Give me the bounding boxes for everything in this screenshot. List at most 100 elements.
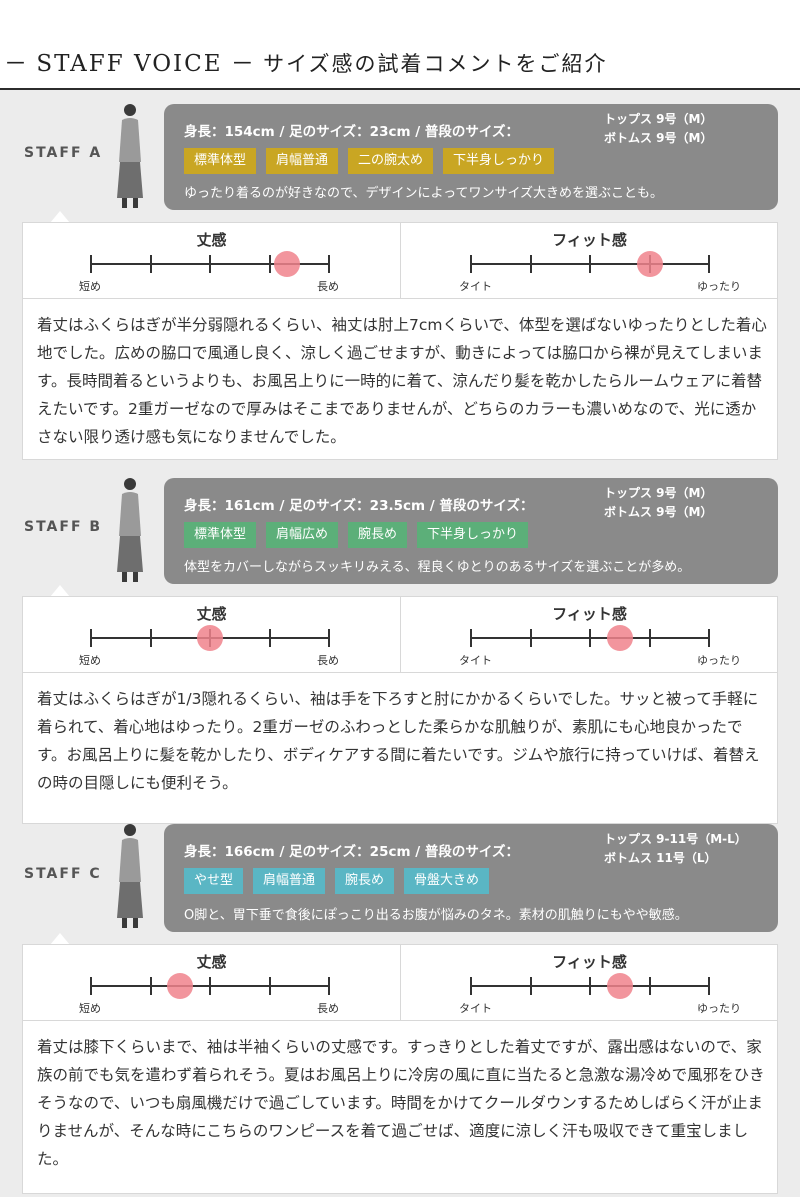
staff-profile-box: 身長：166cm / 足のサイズ：25cm / 普段のサイズ： トップス 9-11…: [164, 824, 778, 932]
body-type-tag: 腕長め: [348, 522, 408, 548]
body-type-tag: やせ型: [184, 868, 244, 894]
fit-scale-tick: [589, 629, 591, 647]
fit-scale-title: フィット感: [552, 231, 627, 249]
length-scale-min-label: 短め: [79, 1002, 101, 1015]
body-type-tag: 骨盤大きめ: [404, 868, 490, 894]
fit-scale-min-label: タイト: [459, 280, 492, 293]
staff-figure-svg: [117, 824, 143, 928]
staff-figure-svg: [117, 478, 143, 582]
section-title-en: STAFF VOICE: [36, 51, 223, 77]
length-scale-tick: [209, 255, 211, 273]
staff-comment: 着丈は膝下くらいまで、袖は半袖くらいの丈感です。すっきりとした着丈ですが、露出感…: [37, 1038, 765, 1168]
fit-scale-tick: [708, 977, 710, 995]
fit-scale-marker: [636, 251, 663, 277]
fit-scale-max-label: ゆったり: [697, 1002, 741, 1015]
size-preference-note: 体型をカバーしながらスッキリみえる、程良くゆとりのあるサイズを選ぶことが多め。: [184, 560, 691, 575]
profile-measurements: 身長：154cm / 足のサイズ：23cm / 普段のサイズ：: [184, 124, 519, 140]
fit-scale-title: フィット感: [552, 953, 627, 971]
card-pointer: [50, 933, 70, 945]
fit-scale-tick: [529, 977, 532, 995]
usual-size: トップス 9-11号（M-L）ボトムス 11号（L）: [604, 830, 747, 868]
fit-scale-tick: [708, 629, 710, 647]
scales-divider: [400, 223, 401, 299]
scales-divider: [400, 945, 401, 1021]
length-scale-tick: [90, 255, 92, 273]
length-scale-title: 丈感: [196, 231, 227, 249]
size-scales: 丈感短め 長め フィット感タイトゆったり: [23, 945, 777, 1021]
length-scale-marker: [167, 973, 194, 999]
staff-profile-box: 身長：154cm / 足のサイズ：23cm / 普段のサイズ： トップス 9号（M…: [164, 104, 778, 210]
review-card: 丈感短め 長め フィット感タイトゆったり着丈は膝下くらいまで、袖は半袖くらいの丈感で…: [22, 944, 778, 1194]
fit-scale: フィット感タイトゆったり: [401, 945, 778, 1021]
body-type-tag: 下半身しっかり: [443, 148, 555, 174]
length-scale-tick: [149, 629, 152, 647]
staff-figure-svg: [117, 104, 143, 208]
fit-scale-tick: [648, 629, 651, 647]
length-scale-tick: [268, 629, 271, 647]
body-type-tag: 標準体型: [184, 522, 257, 548]
fit-scale-tick: [529, 255, 532, 273]
length-scale-max-label: 長め: [317, 1002, 339, 1015]
body-type-tags: やせ型肩幅普通腕長め骨盤大きめ: [184, 868, 490, 894]
profile-measurements: 身長：161cm / 足のサイズ：23.5cm / 普段のサイズ：: [184, 498, 534, 514]
length-scale-tick: [149, 977, 152, 995]
body-type-tag: 二の腕太め: [348, 148, 434, 174]
profile-measurements: 身長：166cm / 足のサイズ：25cm / 普段のサイズ：: [184, 844, 519, 860]
length-scale-tick: [328, 977, 330, 995]
usual-size: トップス 9号（M）ボトムス 9号（M）: [604, 484, 712, 522]
fit-scale-max-label: ゆったり: [697, 654, 741, 667]
length-scale-tick: [149, 255, 152, 273]
usual-size-bottoms: ボトムス 11号（L）: [604, 851, 717, 865]
body-type-tag: 下半身しっかり: [417, 522, 529, 548]
length-scale-tick: [90, 629, 92, 647]
usual-size-bottoms: ボトムス 9号（M）: [604, 505, 713, 519]
length-scale: 丈感短め長め: [23, 223, 400, 299]
length-scale-max-label: 長め: [317, 280, 339, 293]
size-preference-note: ゆったり着るのが好きなので、デザインによってワンサイズ大きめを選ぶことも。: [184, 186, 664, 201]
staff-comment: 着丈はふくらはぎが1/3隠れるくらい、袖は手を下ろすと肘にかかるくらいでした。サ…: [37, 690, 760, 792]
length-scale-tick: [328, 255, 330, 273]
length-scale-tick: [90, 977, 92, 995]
length-scale: 丈感短め 長め: [23, 945, 400, 1021]
usual-size: トップス 9号（M） ボトムス 9号（M）: [604, 110, 712, 148]
staff-photo: [110, 476, 150, 590]
size-preference-note: O脚と、胃下垂で食後にぽっこり出るお腹が悩みのタネ。素材の肌触りにもやや敏感。: [184, 908, 688, 923]
fit-scale-title: フィット感: [552, 605, 627, 623]
fit-scale: フィット感タイト ゆったり: [401, 223, 778, 299]
length-scale-title: 丈感: [196, 953, 227, 971]
fit-scale-tick: [470, 255, 472, 273]
review-card: 丈感短め長め フィット感タイト ゆったり着丈はふくらはぎが半分弱隠れるくらい、袖丈は…: [22, 222, 778, 460]
length-scale-tick: [268, 977, 271, 995]
usual-size-tops: トップス 9号（M）: [604, 112, 713, 126]
staff-photo: [110, 822, 150, 936]
body-type-tags: 標準体型肩幅広め腕長め下半身しっかり: [184, 522, 529, 548]
usual-size-bottoms: ボトムス 9号（M）: [604, 131, 713, 145]
staff-comment: 着丈はふくらはぎが半分弱隠れるくらい、袖丈は肘上7cmくらいで、体型を選ばないゆ…: [37, 316, 767, 446]
card-pointer: [50, 585, 70, 597]
fit-scale-min-label: タイト: [459, 654, 492, 667]
body-type-tag: 腕長め: [335, 868, 395, 894]
length-scale-marker: [274, 251, 301, 277]
scales-divider: [400, 597, 401, 673]
staff-profile-box: 身長：161cm / 足のサイズ：23.5cm / 普段のサイズ： トップス 9号…: [164, 478, 778, 584]
header-divider: [0, 88, 800, 90]
fit-scale-marker: [606, 625, 633, 651]
length-scale-tick: [209, 977, 211, 995]
length-scale-min-label: 短め: [79, 654, 101, 667]
review-card: 丈感短め長め フィット感タイト ゆったり着丈はふくらはぎが1/3隠れるくらい、袖は手…: [22, 596, 778, 824]
fit-scale-tick: [470, 629, 472, 647]
section-title-jp: サイズ感の試着コメントをご紹介: [263, 52, 608, 76]
fit-scale-tick: [589, 977, 591, 995]
fit-scale-tick: [648, 977, 651, 995]
length-scale: 丈感短め長め: [23, 597, 400, 673]
length-scale-marker: [197, 625, 223, 651]
body-type-tag: 標準体型: [184, 148, 257, 174]
fit-scale-tick: [589, 255, 591, 273]
body-type-tag: 肩幅広め: [266, 522, 339, 548]
fit-scale-tick: [470, 977, 472, 995]
body-type-tag: 肩幅普通: [266, 148, 339, 174]
fit-scale-max-label: ゆったり: [697, 280, 741, 293]
